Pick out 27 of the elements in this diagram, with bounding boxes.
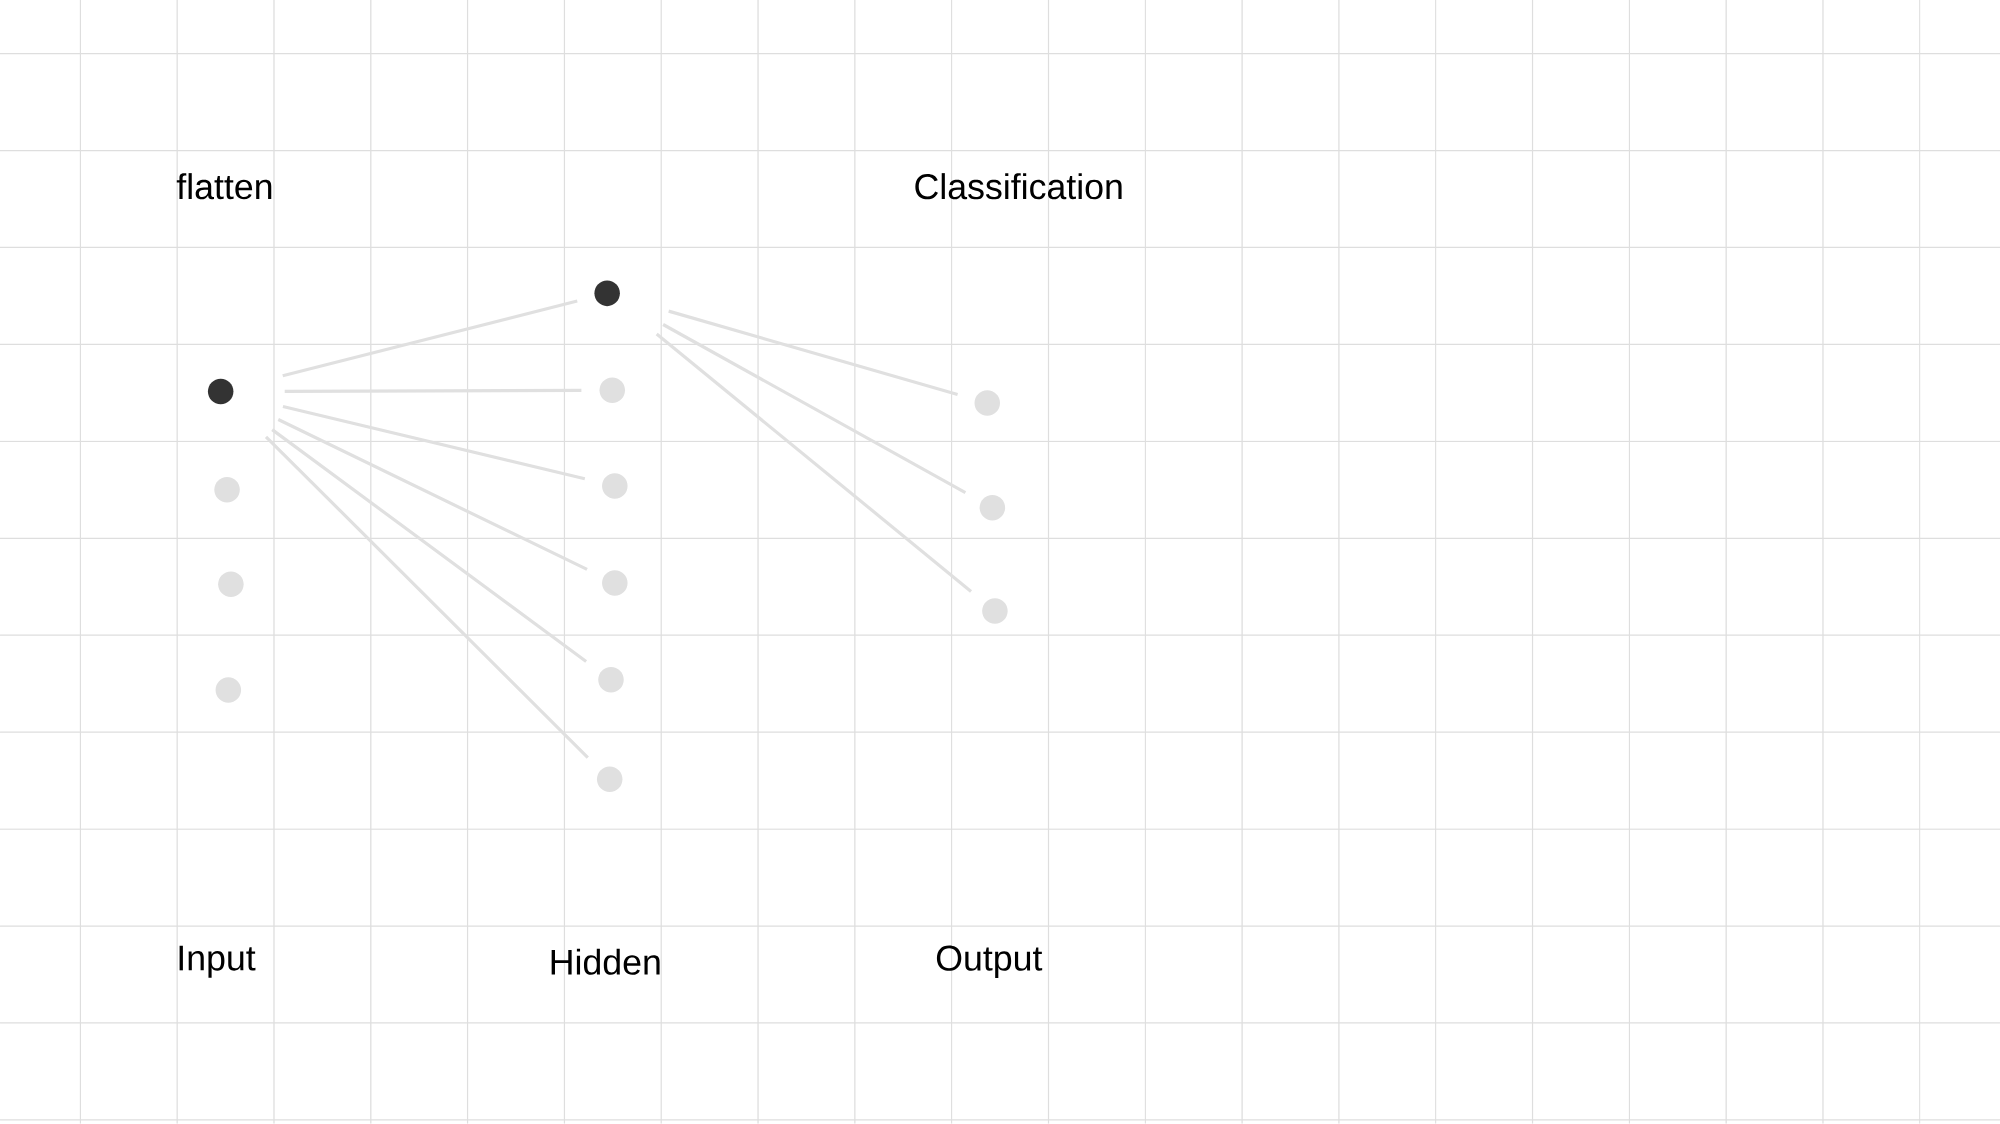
- neuron-dot: [594, 280, 620, 307]
- connection-line: [282, 299, 578, 378]
- neuron-dot: [207, 378, 234, 405]
- neuron-dot: [598, 667, 624, 693]
- connection-line: [282, 405, 586, 481]
- neuron-dot: [602, 570, 628, 596]
- layer-label: Hidden: [551, 948, 660, 975]
- connection-line: [271, 428, 588, 663]
- connection-line: [655, 332, 973, 593]
- layer-label: Input: [179, 945, 256, 978]
- neuron-dot: [979, 495, 1006, 521]
- neuron-dot: [215, 677, 242, 703]
- connection-line: [264, 435, 589, 759]
- neuron-dot: [982, 598, 1008, 624]
- connection-line: [277, 418, 588, 571]
- neuron-dot: [599, 377, 625, 404]
- neuron-dot: [214, 477, 240, 503]
- neuron-dot: [596, 766, 623, 793]
- connection-line: [668, 309, 959, 397]
- connection-line: [284, 388, 582, 394]
- layer-label: Output: [936, 945, 1043, 979]
- neuron-dot: [218, 571, 244, 598]
- layer-label: flatten: [176, 173, 272, 200]
- layer-label: Classification: [915, 173, 1122, 200]
- neuron-dot: [974, 390, 1000, 416]
- connection-line: [662, 323, 967, 495]
- neuron-dot: [602, 473, 628, 499]
